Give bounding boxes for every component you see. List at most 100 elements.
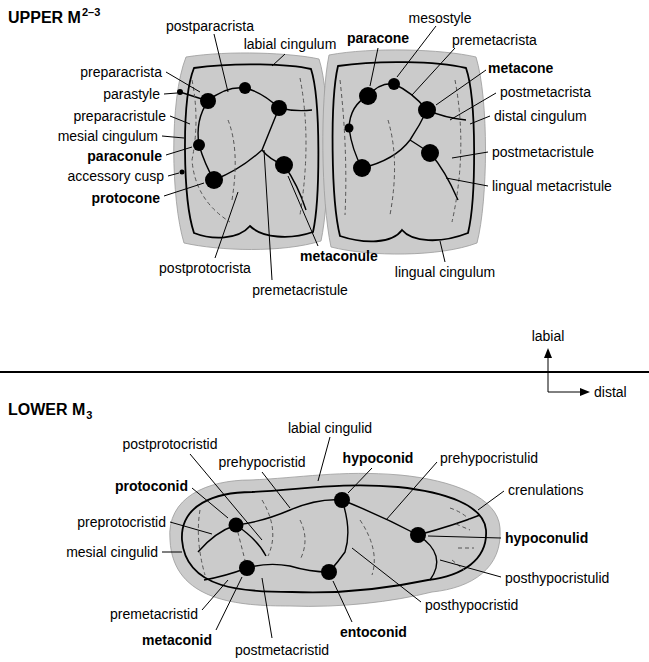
section-heading: UPPER M	[8, 9, 81, 27]
crest-label: postmetacrista	[500, 84, 591, 100]
crests	[180, 84, 466, 210]
axis-label: distal	[594, 384, 627, 400]
divider-line	[0, 371, 649, 373]
leader-line	[215, 192, 238, 258]
groove	[262, 500, 273, 556]
crenulation	[456, 524, 470, 530]
leader-line	[440, 560, 501, 577]
crown-outline	[185, 64, 318, 237]
section-heading: LOWER M	[8, 401, 85, 419]
leader-line	[262, 472, 290, 508]
cusp-label: mesostyle	[408, 10, 471, 26]
leader-line	[202, 580, 228, 610]
leader-line	[170, 116, 190, 124]
leader-line	[352, 548, 421, 602]
cusp	[388, 78, 400, 90]
cusp-label: hypoconulid	[505, 530, 588, 546]
crown-outline	[182, 485, 486, 592]
crest-label: postmetacristule	[492, 144, 594, 160]
leader-line	[162, 136, 184, 138]
cingulum-label: mesial cingulum	[58, 128, 158, 144]
cingulum-label: distal cingulum	[494, 108, 587, 124]
cusp	[200, 93, 216, 109]
axis-label: labial	[532, 328, 565, 344]
crest	[247, 564, 329, 572]
cusp-label: hypoconid	[343, 450, 414, 466]
grooves	[198, 500, 474, 575]
cusp	[275, 156, 293, 174]
cusp-label: metacone	[488, 60, 553, 76]
groove	[340, 80, 346, 215]
cingulid-label: mesial cingulid	[66, 544, 158, 560]
crenulation	[458, 548, 474, 549]
cusp	[205, 171, 223, 189]
cusp-label: parastyle	[103, 86, 160, 102]
cusp	[353, 159, 371, 177]
groove	[388, 120, 395, 215]
crest-label: prehypocristulid	[440, 450, 538, 466]
crest-label: postmetacristid	[235, 642, 329, 658]
crest	[362, 110, 427, 168]
leader-lines	[162, 26, 504, 638]
crest	[236, 500, 342, 525]
crest-label: posthypocristulid	[505, 570, 609, 586]
cusp	[271, 100, 287, 116]
upper-teeth	[174, 50, 486, 254]
crenulation	[450, 508, 470, 520]
leader-line	[168, 173, 179, 176]
crest	[418, 515, 480, 535]
cusp-label: protoconid	[115, 478, 188, 494]
groove	[192, 80, 230, 222]
crest-label: posthypocristid	[425, 597, 518, 613]
groove	[360, 520, 374, 575]
cusp	[193, 139, 205, 151]
leader-line	[164, 183, 204, 196]
leader-line	[348, 468, 372, 493]
leader-line	[412, 48, 455, 95]
leader-line	[478, 491, 504, 510]
cusp	[177, 89, 183, 95]
groove	[198, 510, 205, 575]
axis-arrow	[548, 392, 584, 393]
cusp-label: metaconule	[300, 248, 378, 264]
cusp	[359, 87, 377, 105]
crest-label: postprotocristid	[123, 436, 218, 452]
leader-line	[164, 93, 177, 94]
groove	[452, 80, 461, 222]
cusp	[334, 492, 350, 508]
leader-line	[428, 536, 501, 538]
crest-label: postparacrista	[166, 18, 254, 34]
leader-line	[214, 34, 228, 92]
cusp-label: protocone	[92, 190, 160, 206]
leader-line	[216, 577, 242, 630]
leader-line	[436, 70, 486, 105]
leader-line	[262, 578, 272, 638]
leader-line	[288, 176, 318, 246]
cusp	[418, 101, 436, 119]
cusp	[410, 527, 426, 543]
cingulum-label: lingual cingulum	[395, 264, 495, 280]
leader-line	[470, 116, 490, 124]
cusp-label: paraconule	[87, 148, 162, 164]
leader-line	[370, 48, 378, 86]
crown-outline	[333, 62, 475, 241]
leader-line	[166, 72, 200, 92]
crest	[329, 500, 348, 572]
tooth-number: 3	[86, 409, 92, 422]
arrow-head	[580, 388, 590, 396]
leader-line	[318, 437, 330, 481]
crest-label: lingual metacristule	[492, 178, 612, 194]
crest-label: premetacristid	[110, 606, 198, 622]
crest	[342, 500, 418, 535]
cusp	[180, 170, 185, 175]
crest-label: preparacrista	[80, 64, 162, 80]
groove	[228, 120, 235, 200]
crest-label: postprotocrista	[159, 260, 251, 276]
cusp	[321, 564, 337, 580]
leader-line	[192, 488, 228, 518]
axis-arrow	[548, 354, 549, 392]
crests	[198, 500, 480, 580]
tooth-outline	[323, 50, 486, 254]
feature-label: crenulations	[508, 482, 584, 498]
